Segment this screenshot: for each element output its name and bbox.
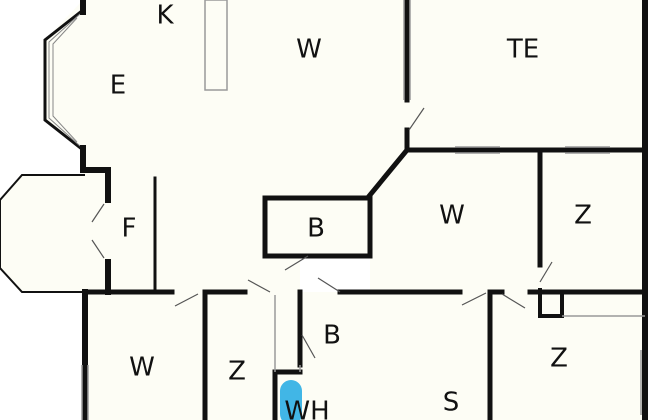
room-label-bath-bottom: B (323, 321, 341, 351)
partition-lines (81, 0, 645, 420)
annex-outline (0, 174, 85, 293)
room-label-bedroom-right-top: Z (574, 201, 592, 231)
room-label-storage: S (443, 388, 460, 418)
room-label-living-top: W (296, 35, 322, 65)
room-label-hall: F (122, 214, 137, 244)
water-heater-fixture (280, 380, 302, 420)
interior-walls (82, 146, 648, 420)
room-label-living-bottom-left: W (129, 353, 155, 383)
room-label-water-heater: WH (284, 397, 329, 420)
room-label-dining: E (110, 71, 126, 101)
room-label-bedroom-bottom-right: Z (550, 344, 568, 374)
room-labels: K W TE E F B W Z W Z B S Z WH (110, 1, 592, 420)
bay-window (43, 8, 84, 152)
room-label-kitchen: K (156, 1, 174, 31)
room-label-bath-center: B (307, 214, 325, 244)
door-swings (91, 107, 553, 359)
exterior-walls (80, 0, 648, 420)
room-label-bedroom-bottom-center: Z (228, 357, 246, 387)
room-label-terrace: TE (506, 35, 539, 65)
room-label-living-mid: W (439, 201, 465, 231)
